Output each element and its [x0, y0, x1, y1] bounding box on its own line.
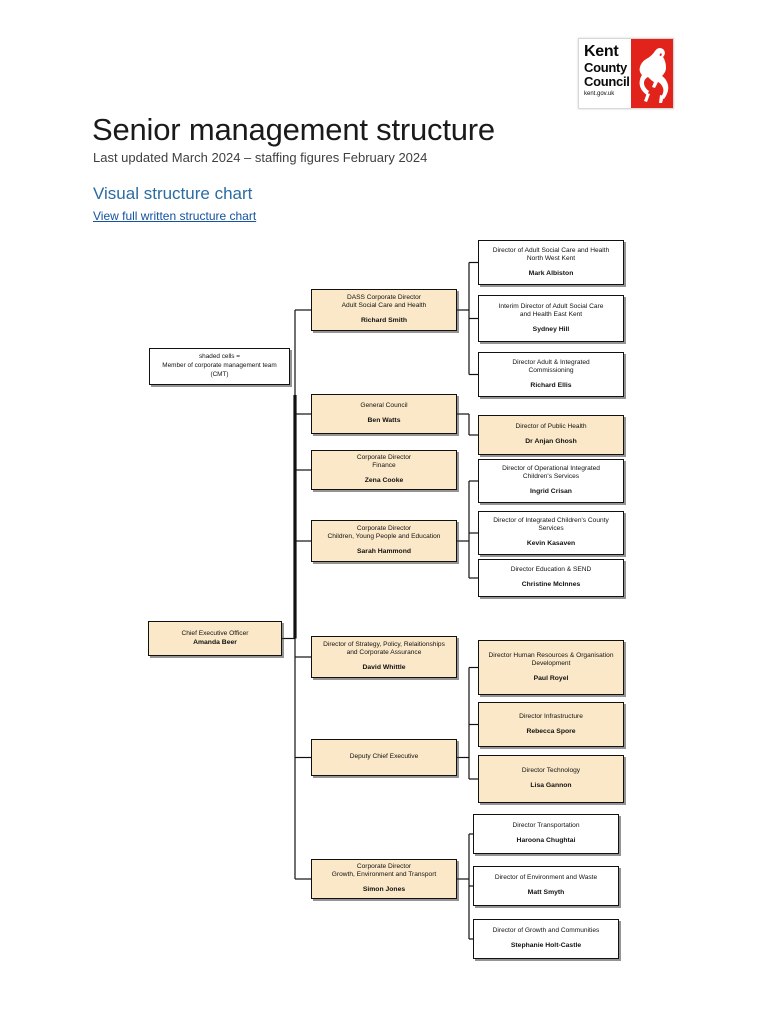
node-person: Richard Smith — [360, 317, 408, 325]
node-role: Director Infrastructure — [519, 712, 583, 720]
node-role: Director of Environment and Waste — [494, 874, 598, 882]
org-node-dce[interactable]: Deputy Chief Executive — [311, 739, 457, 776]
node-person: Dr Anjan Ghosh — [525, 438, 577, 446]
node-role: Chief Executive Officer — [181, 629, 249, 637]
node-person: Sydney Hill — [532, 325, 570, 333]
org-node-asc-nw[interactable]: Director of Adult Social Care and Health… — [478, 240, 624, 285]
node-person: Kevin Kasaven — [526, 540, 576, 548]
node-person: Sarah Hammond — [356, 548, 411, 556]
logo-red-panel — [631, 39, 673, 108]
legend-line-1: shaded cells = — [198, 353, 241, 361]
node-role: Director of Integrated Children's County… — [493, 517, 609, 533]
page-title: Senior management structure — [92, 112, 495, 147]
node-person: Rebecca Spore — [526, 727, 576, 735]
node-role: Director of Adult Social Care and Health… — [492, 246, 610, 262]
legend-line-3: (CMT) — [210, 370, 229, 378]
logo-line-county: County — [584, 60, 627, 75]
section-heading: Visual structure chart — [93, 184, 253, 203]
node-person: Richard Ellis — [530, 381, 572, 389]
logo-line-kent: Kent — [584, 43, 619, 60]
kent-county-council-logo: Kent County Council kent.gov.uk — [578, 38, 674, 109]
legend-line-2: Member of corporate management team — [162, 362, 277, 370]
logo-line-council: Council — [584, 74, 630, 89]
org-node-education-send[interactable]: Director Education & SEND Christine McInn… — [478, 559, 624, 597]
logo-wordmark: Kent County Council kent.gov.uk — [579, 39, 631, 108]
node-person: Amanda Beer — [193, 638, 237, 646]
node-person: Ingrid Crisan — [530, 488, 572, 496]
node-person: Ben Watts — [367, 417, 401, 425]
logo-url-text: kent.gov.uk — [584, 91, 615, 97]
node-role: Director of Public Health — [515, 423, 587, 431]
node-person: Paul Royel — [533, 674, 569, 682]
node-role: Director Technology — [521, 767, 581, 775]
node-person: Simon Jones — [362, 886, 406, 894]
org-node-children-county[interactable]: Director of Integrated Children's County… — [478, 511, 624, 555]
node-person: Christine McInnes — [521, 581, 581, 589]
legend-box: shaded cells = Member of corporate manag… — [149, 348, 290, 385]
node-person: Mark Albiston — [528, 269, 574, 277]
node-person: Stephanie Holt-Castle — [510, 942, 582, 950]
node-person: David Whittle — [362, 664, 406, 672]
written-structure-chart-link[interactable]: View full written structure chart — [93, 209, 257, 223]
node-role: Director Transportation — [512, 822, 580, 830]
node-role: Director Education & SEND — [510, 566, 592, 574]
node-role: General Council — [360, 402, 408, 410]
node-person: Zena Cooke — [364, 477, 404, 485]
node-person: Haroona Chughtai — [516, 837, 576, 845]
rampant-horse-icon — [639, 47, 669, 103]
org-node-strategy[interactable]: Director of Strategy, Policy, Relaitions… — [311, 636, 457, 678]
node-role: Director of Strategy, Policy, Relaitions… — [323, 641, 445, 657]
node-person: Matt Smyth — [527, 889, 565, 897]
node-role: Director of Growth and Communities — [492, 927, 600, 935]
node-person: Lisa Gannon — [530, 782, 572, 790]
node-role: Deputy Chief Executive — [349, 753, 419, 761]
org-node-public-health[interactable]: Director of Public Health Dr Anjan Ghosh — [478, 415, 624, 455]
page-subtitle: Last updated March 2024 – staffing figur… — [93, 150, 428, 165]
